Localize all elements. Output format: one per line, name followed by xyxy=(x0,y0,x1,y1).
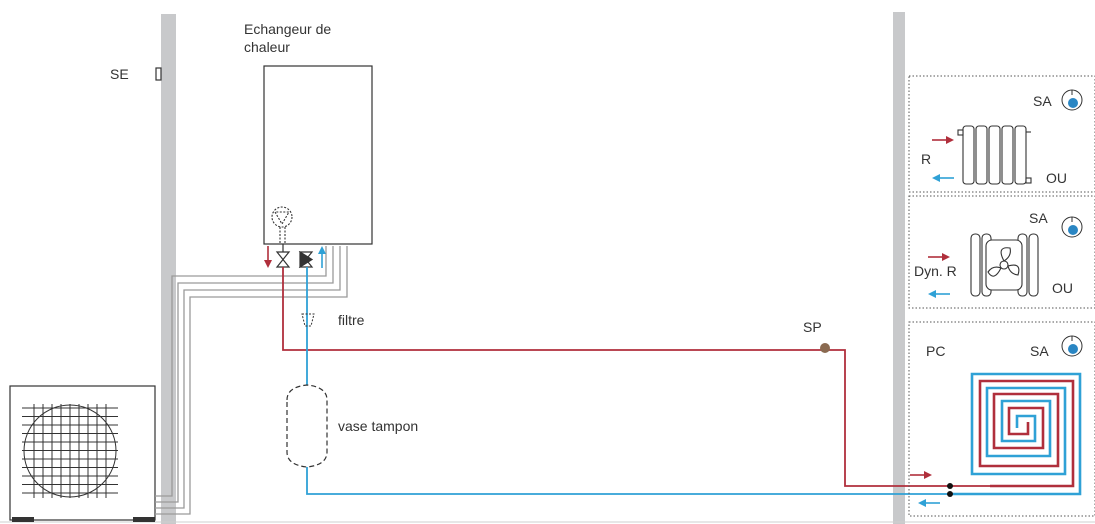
fan-convector-icon xyxy=(970,233,1039,297)
filter-icon xyxy=(301,313,315,327)
se-label: SE xyxy=(110,66,129,82)
zone2-supply-arrow-icon xyxy=(928,253,950,261)
zone2-sa-label: SA xyxy=(1029,210,1048,226)
zone-radiator xyxy=(908,75,1095,193)
thermostat-icon-3 xyxy=(1061,335,1083,357)
exterior-wall xyxy=(161,14,176,524)
radiator-icon xyxy=(957,125,1032,185)
zone-fan-convector xyxy=(908,195,1095,309)
sp-label: SP xyxy=(803,319,822,335)
outdoor-sensor-icon xyxy=(155,67,162,81)
interior-wall xyxy=(893,12,905,524)
zone3-supply-arrow-icon xyxy=(910,471,932,479)
floor-heating-coil-icon xyxy=(950,372,1082,496)
zone-floor-heating xyxy=(908,321,1095,517)
filter-label: filtre xyxy=(338,312,365,328)
supply-pipe xyxy=(282,267,990,487)
zone1-supply-arrow-icon xyxy=(932,136,954,144)
return-arrow-icon xyxy=(318,246,326,268)
junction-return xyxy=(947,491,953,497)
buffer-tank-label: vase tampon xyxy=(338,418,418,434)
heat-exchanger-box xyxy=(263,65,373,245)
thermostat-icon-2 xyxy=(1061,216,1083,238)
pump-icon xyxy=(271,206,293,244)
junction-supply xyxy=(947,483,953,489)
zone1-ou-label: OU xyxy=(1046,170,1067,186)
return-pipe xyxy=(306,267,950,495)
outdoor-pipes xyxy=(155,246,348,515)
sp-sensor-icon xyxy=(820,343,830,353)
outdoor-unit-icon xyxy=(9,385,156,522)
buffer-tank-icon xyxy=(286,384,328,468)
valve-icon xyxy=(275,244,291,268)
zone3-sa-label: SA xyxy=(1030,343,1049,359)
zone2-dyn-label: Dyn. R xyxy=(914,263,957,279)
heat-exchanger-title-2: chaleur xyxy=(244,39,290,55)
zone1-r-label: R xyxy=(921,151,931,167)
zone3-pc-label: PC xyxy=(926,343,945,359)
zone1-return-arrow-icon xyxy=(932,174,954,182)
thermostat-icon xyxy=(1061,89,1083,111)
zone1-sa-label: SA xyxy=(1033,93,1052,109)
supply-arrow-icon xyxy=(264,246,272,268)
zone3-return-arrow-icon xyxy=(918,499,940,507)
zone2-ou-label: OU xyxy=(1052,280,1073,296)
valve-icon-check xyxy=(298,250,314,269)
heat-exchanger-title-1: Echangeur de xyxy=(244,21,331,37)
zone2-return-arrow-icon xyxy=(928,290,950,298)
